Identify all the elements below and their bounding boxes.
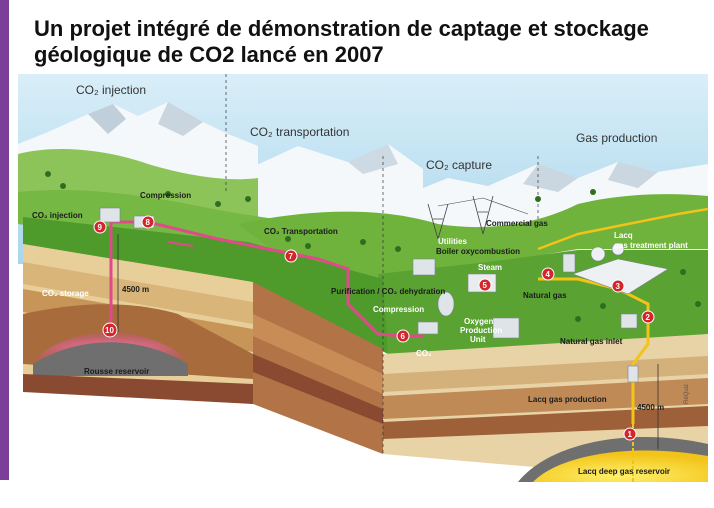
marker-6: 6 (401, 332, 406, 341)
label-commercial-gas: Commercial gas (486, 219, 548, 228)
marker-9: 9 (98, 223, 103, 232)
label-rousse-reservoir: Rousse reservoir (84, 367, 149, 376)
marker-1: 1 (628, 430, 633, 439)
label-oxygen-line-3: Unit (470, 335, 486, 344)
marker-4: 4 (546, 270, 551, 279)
label-co2-storage: CO₂ storage (42, 289, 89, 298)
label-co2-transportation: CO₂ Transportation (264, 227, 338, 236)
marker-5: 5 (483, 281, 488, 290)
marker-3: 3 (616, 282, 621, 291)
credit-text: RéQuiz (684, 384, 690, 404)
slide-accent-bar (0, 0, 9, 480)
section-heading-production: Gas production (576, 131, 657, 145)
label-depth-right: 4500 m (637, 403, 664, 412)
label-co2-injection: CO₂ injection (32, 211, 83, 220)
slide-title-line-2: géologique de CO2 lancé en 2007 (34, 42, 710, 68)
label-compression-mid: Compression (373, 305, 424, 314)
label-steam: Steam (478, 263, 502, 272)
label-boiler-oxycombustion: Boiler oxycombustion (436, 247, 520, 256)
label-depth-left: 4500 m (122, 285, 149, 294)
section-heading-capture: CO₂ capture (426, 158, 492, 172)
label-compression-top: Compression (140, 191, 191, 200)
label-lacq-gas-production: Lacq gas production (528, 395, 607, 404)
label-co2-small: CO₂ (416, 349, 432, 358)
label-natural-gas-inlet: Natural gas inlet (560, 337, 623, 346)
label-utilities: Utilities (438, 237, 467, 246)
marker-8: 8 (146, 218, 151, 227)
marker-7: 7 (289, 252, 294, 261)
section-heading-injection: CO₂ injection (76, 83, 146, 97)
slide-title: Un projet intégré de démonstration de ca… (34, 16, 710, 68)
label-purification-dehydration: Purification / CO₂ dehydration (331, 287, 445, 296)
slide-title-line-1: Un projet intégré de démonstration de ca… (34, 16, 710, 42)
marker-2: 2 (646, 313, 651, 322)
section-heading-transportation: CO₂ transportation (250, 125, 349, 139)
label-natural-gas: Natural gas (523, 291, 567, 300)
label-lacq-deep-gas-reservoir: Lacq deep gas reservoir (578, 467, 670, 476)
ccs-diagram: CO₂ injection CO₂ transportation CO₂ cap… (18, 74, 708, 482)
marker-10: 10 (105, 326, 114, 335)
label-gas-treatment-plant: gas treatment plant (614, 241, 688, 250)
label-oxygen-line-2: Production (460, 326, 502, 335)
label-oxygen-line-1: Oxygen (464, 317, 493, 326)
label-lacq: Lacq (614, 231, 633, 240)
